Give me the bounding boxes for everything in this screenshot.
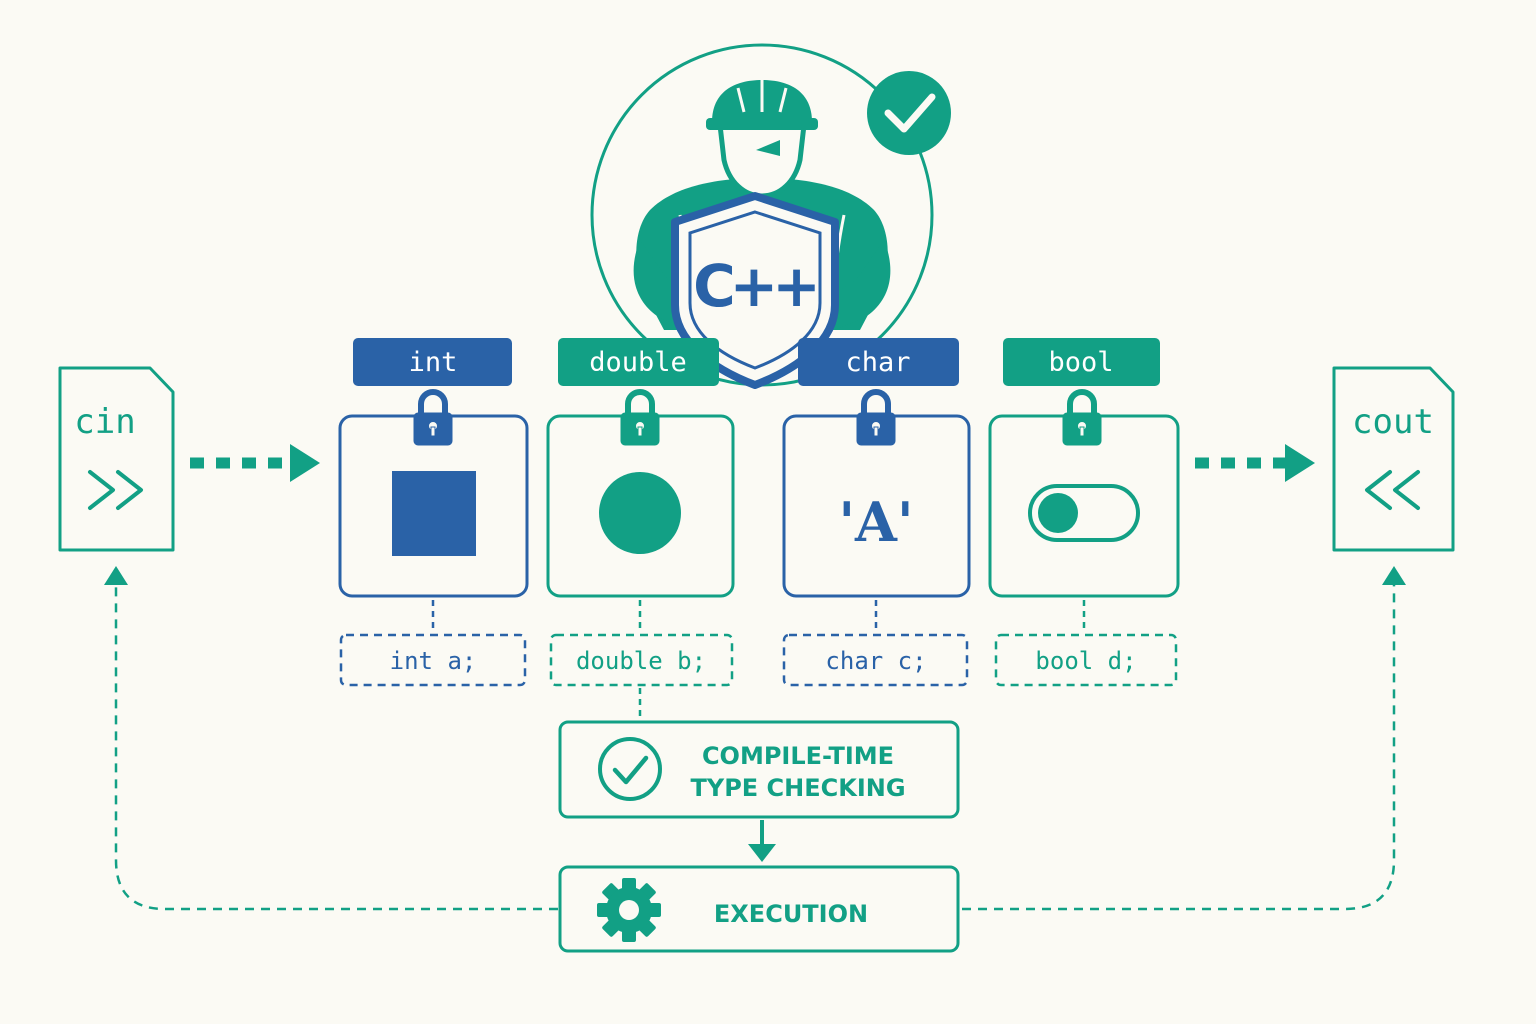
gear-icon — [597, 878, 661, 942]
input-flow-arrow — [190, 444, 320, 482]
cin-label: cin — [74, 402, 135, 442]
output-feedback-path — [962, 566, 1406, 911]
type-tag-char: char — [845, 347, 910, 378]
char-literal-icon: 'A' — [839, 490, 914, 554]
toggle-icon — [1028, 484, 1140, 542]
cin-document: cin — [58, 366, 175, 552]
type-card-bool: bool bool d; — [988, 338, 1180, 687]
output-operator-icon — [1365, 470, 1420, 510]
check-circle-icon — [598, 737, 662, 801]
type-tag-bool: bool — [1048, 347, 1113, 378]
lock-icon — [621, 392, 659, 445]
circle-icon — [599, 472, 681, 554]
input-operator-icon — [88, 470, 143, 510]
compile-time-check-box: COMPILE-TIME TYPE CHECKING — [558, 720, 960, 819]
compile-check-line2: TYPE CHECKING — [690, 774, 905, 802]
compile-check-line1: COMPILE-TIME — [702, 742, 894, 770]
cout-label: cout — [1352, 402, 1434, 442]
check-circle-icon — [867, 71, 951, 155]
input-feedback-path — [104, 566, 558, 911]
type-card-char: char 'A' char c; — [782, 338, 971, 687]
type-tag-double: double — [589, 347, 687, 378]
cpp-logo-text: C++ — [693, 252, 815, 320]
cpp-shield-icon: C++ — [671, 192, 839, 389]
output-flow-arrow — [1195, 444, 1315, 482]
type-card-double: double double b; — [546, 338, 735, 687]
lock-icon — [414, 392, 452, 445]
declaration-int: int a; — [390, 647, 477, 675]
down-arrow-icon — [748, 820, 776, 862]
declaration-double: double b; — [576, 647, 706, 675]
cout-document: cout — [1332, 366, 1455, 552]
type-tag-int: int — [409, 347, 458, 378]
lock-icon — [1063, 392, 1101, 445]
declaration-bool: bool d; — [1035, 647, 1136, 675]
lock-icon — [857, 392, 895, 445]
execution-label: EXECUTION — [714, 900, 868, 928]
execution-box: EXECUTION — [558, 865, 960, 953]
square-icon — [392, 471, 476, 556]
declaration-char: char c; — [825, 647, 926, 675]
type-card-int: int int a; — [338, 338, 529, 687]
